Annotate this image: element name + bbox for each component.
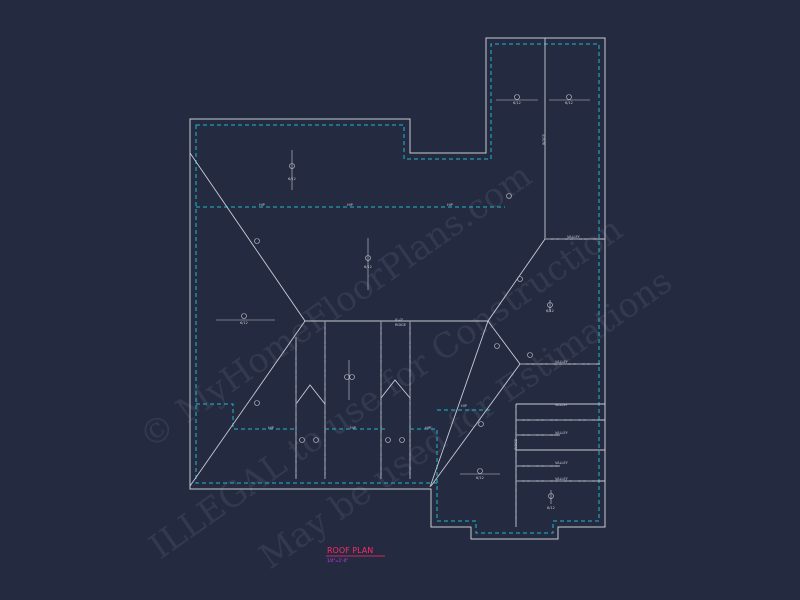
pitch-label: 6/12 — [364, 265, 372, 269]
pitch-markers: 6/12 6/12 6/12 6/12 6/12 6/12 — [216, 94, 590, 510]
hip-label: HIP — [268, 426, 274, 430]
pitch-label: 6/12 — [288, 177, 296, 181]
pitch-marker: 6/12 — [364, 238, 372, 290]
pitch-label: 6/12 — [546, 309, 554, 313]
valley-label: VALLEY — [567, 235, 581, 239]
ridge-label: RIDGE — [395, 323, 406, 327]
valley-label: VALLEY — [555, 461, 569, 465]
line-labels: RIDGE 0'-0" HIP HIP HIP HIP HIP HIP HIP … — [259, 134, 581, 481]
pitch-label: 6/12 — [240, 321, 248, 325]
pitch-marker: 6/12 — [549, 94, 590, 105]
pitch-label: 6/12 — [513, 101, 521, 105]
valley-label: VALLEY — [555, 477, 569, 481]
hip-label: HIP — [350, 426, 356, 430]
title-block: ROOF PLAN 1/4"=1'-0" — [326, 546, 385, 563]
hip-label: HIP — [461, 404, 467, 408]
pitch-label: 6/12 — [547, 506, 555, 510]
pitch-marker — [344, 360, 355, 400]
valley-label: VALLEY — [555, 431, 569, 435]
drawing-title: ROOF PLAN — [327, 546, 373, 555]
hip-label: HIP — [447, 203, 453, 207]
valley-label: VALLEY — [555, 360, 569, 364]
eave-line-inner-1 — [196, 206, 505, 483]
hip-label: HIP — [259, 203, 265, 207]
pitch-label: 6/12 — [565, 101, 573, 105]
valley-label: VALLEY — [555, 403, 569, 407]
numbered-circles — [254, 193, 533, 443]
ridge-value-label: 0'-0" — [395, 318, 404, 322]
eave-line — [195, 43, 600, 534]
hip-label: HIP — [425, 426, 431, 430]
pitch-label: 6/12 — [476, 476, 484, 480]
pitch-marker: 6/12 — [546, 300, 554, 313]
pitch-marker: 6/12 — [496, 94, 538, 105]
watermark: © MyHomeFloorPlans.com ILLEGAL to use fo… — [132, 156, 679, 578]
pitch-marker: 6/12 — [547, 490, 555, 510]
ridge-label-vertical: RIDGE — [542, 134, 546, 145]
ridge-label-vertical: RIDGE — [514, 439, 518, 450]
valley-lines — [295, 238, 599, 482]
pitch-marker: 6/12 — [288, 150, 296, 190]
pitch-marker: 6/12 — [216, 313, 275, 325]
hip-label: HIP — [347, 203, 353, 207]
roof-outline — [189, 37, 606, 540]
drawing-scale: 1/4"=1'-0" — [327, 558, 348, 563]
pitch-marker: 6/12 — [460, 468, 500, 480]
